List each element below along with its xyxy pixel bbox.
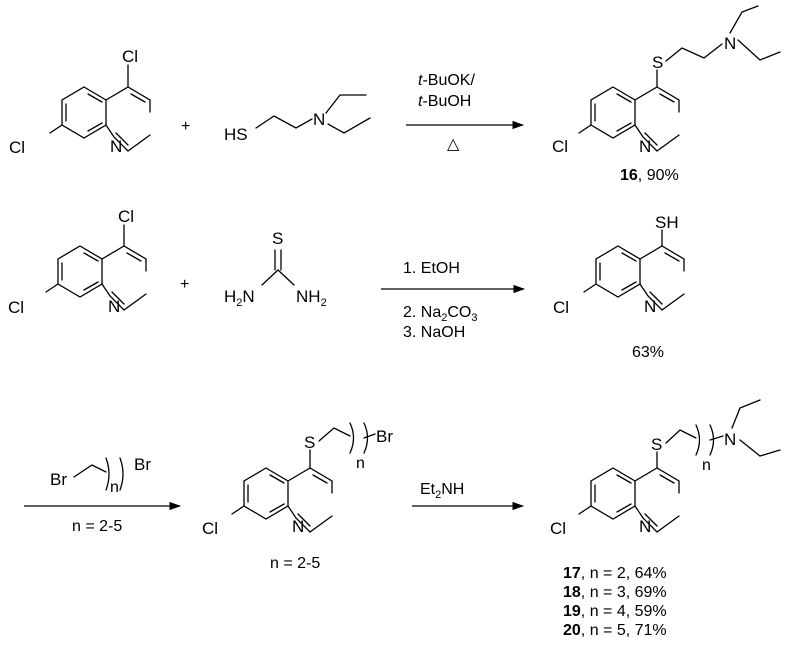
atom-label: N	[313, 110, 325, 129]
reagent-step-2: 2. Na2CO3	[403, 304, 478, 324]
reactant-diethylaminoethanethiol: HS N	[224, 94, 371, 144]
atom-label: Cl	[202, 519, 218, 538]
atom-label: N	[644, 297, 656, 316]
atom-label: N	[108, 297, 120, 316]
reagent-step-1: 1. EtOH	[403, 260, 460, 277]
atom-label: N	[724, 430, 736, 449]
atom-label: H2N	[224, 287, 255, 309]
product-label-17: 17, n = 2, 64%	[563, 565, 667, 582]
atom-label: Cl	[118, 207, 134, 226]
atom-label: HS	[224, 125, 248, 144]
product-yield-63: 63%	[632, 344, 664, 361]
atom-label: N	[292, 517, 304, 536]
atom-label: Cl	[552, 137, 568, 156]
subscript-n: n	[702, 457, 711, 474]
heat-symbol: △	[447, 136, 460, 153]
atom-label: Cl	[550, 519, 566, 538]
product-label-20: 20, n = 5, 71%	[563, 622, 667, 639]
atom-label: Br	[50, 470, 67, 489]
atom-label: N	[110, 137, 122, 156]
reactant-dichloroquinoline-2: Cl Cl N	[8, 207, 147, 317]
reagent-step-3: 3. NaOH	[403, 324, 465, 341]
atom-label: SH	[655, 213, 679, 232]
atom-label: S	[304, 433, 315, 452]
reagent-line-2: t-BuOH	[418, 93, 471, 110]
atom-label: Br	[376, 427, 393, 446]
atom-label: Cl	[8, 298, 24, 317]
atom-label: N	[639, 517, 651, 536]
atom-label: Cl	[553, 298, 569, 317]
subscript-n: n	[110, 479, 119, 496]
condition-n-range: n = 2-5	[72, 518, 122, 535]
plus-sign: +	[180, 276, 189, 293]
atom-label: Br	[134, 455, 151, 474]
plus-sign: +	[181, 118, 190, 135]
product-label-19: 19, n = 4, 59%	[563, 603, 667, 620]
atom-label: Cl	[9, 138, 25, 157]
reagent-dibromoalkane: Br Br n	[50, 455, 151, 496]
reagent-diethylamine: Et2NH	[420, 481, 464, 501]
atom-label: S	[272, 229, 283, 248]
condition-n-range: n = 2-5	[270, 555, 320, 572]
atom-label: NH2	[296, 287, 327, 309]
reagent-line-1: t-BuOK/	[418, 72, 475, 89]
atom-label: Cl	[122, 47, 138, 66]
product-yield-list: 17, n = 2, 64% 18, n = 3, 69% 19, n = 4,…	[563, 565, 667, 639]
reactant-dichloroquinoline-1: Cl Cl N	[9, 47, 151, 157]
atom-label: N	[724, 34, 736, 53]
atom-label: S	[651, 435, 662, 454]
product-label-16: 16, 90%	[620, 167, 679, 184]
product-label-18: 18, n = 3, 69%	[563, 584, 667, 601]
reactant-thiourea: S H2N NH2	[224, 229, 327, 309]
product-mercaptoquinoline: SH Cl N	[553, 213, 685, 317]
product-aminoalkylthioquinoline: S N n Cl N	[550, 399, 781, 538]
atom-label: N	[639, 137, 651, 156]
product-16: S N Cl N	[552, 5, 781, 156]
subscript-n: n	[356, 455, 365, 472]
atom-label: S	[652, 53, 663, 72]
intermediate-bromoalkylthioquinoline: S Br n Cl N	[202, 422, 393, 538]
